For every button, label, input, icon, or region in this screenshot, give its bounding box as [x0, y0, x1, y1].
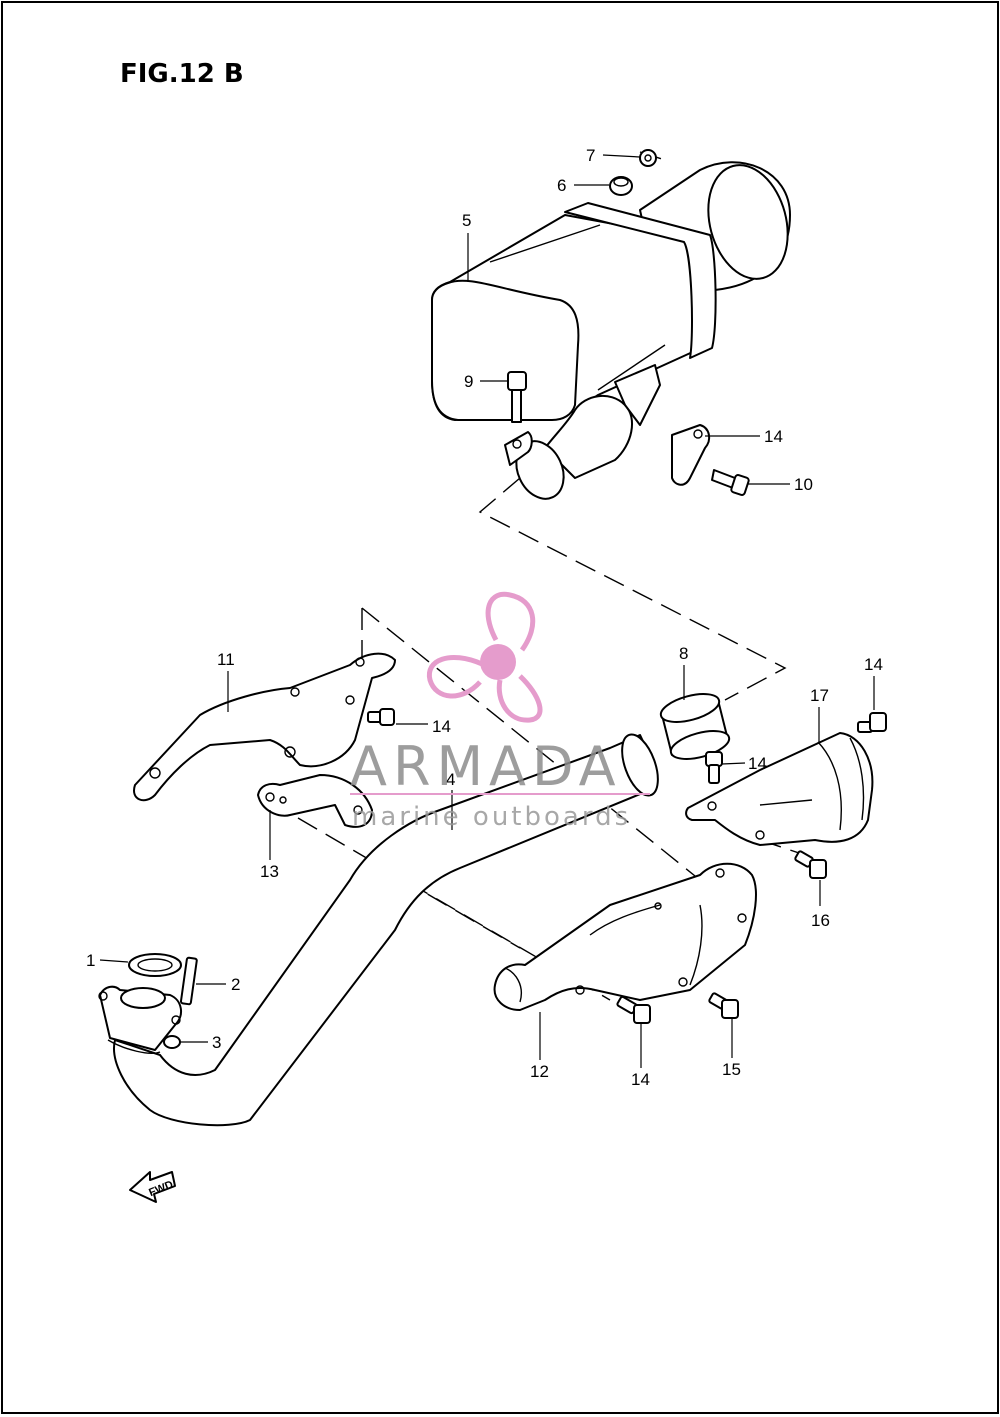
callout-6: 6 — [557, 176, 566, 195]
propeller-logo-icon — [426, 591, 543, 723]
watermark-brand: ARMADA — [350, 735, 622, 798]
callout-12: 12 — [530, 1062, 549, 1081]
bolt-part-14-lower-right — [708, 992, 739, 1019]
callout-7: 7 — [586, 146, 595, 165]
nut-part-3 — [163, 1035, 181, 1049]
muffler-part-5 — [431, 161, 791, 500]
callout-17: 14 — [764, 427, 783, 446]
gasket-part-1 — [128, 953, 182, 977]
callout-14-lower-right: 15 — [722, 1060, 741, 1079]
watermark-tagline: marine outboards — [352, 802, 631, 832]
callout-1: 1 — [86, 951, 95, 970]
bolt-part-14-lower-middle — [616, 995, 651, 1024]
sleeve-part-8 — [659, 693, 731, 760]
bolt-part-14-sleeve — [705, 751, 723, 784]
bolt-part-14-top-right — [857, 712, 887, 733]
grommet-part-6 — [609, 176, 633, 196]
bolt-part-9 — [507, 371, 527, 423]
callout-4: 4 — [446, 770, 455, 789]
callout-14-sleeve: 14 — [748, 754, 767, 773]
callout-15: 16 — [811, 911, 830, 930]
cover-part-12 — [493, 862, 757, 1011]
callout-16: 17 — [810, 686, 829, 705]
callout-8: 8 — [679, 644, 688, 663]
fwd-direction-marker: FWD — [129, 1171, 176, 1203]
cover-part-16 — [685, 732, 874, 846]
callout-14-upper-left: 14 — [432, 717, 451, 736]
callout-14-top-right: 14 — [864, 655, 883, 674]
bracket-part-11 — [133, 652, 396, 802]
propeller-hub-icon — [480, 644, 516, 680]
bracket-part-13 — [257, 774, 373, 828]
callout-13: 13 — [260, 862, 279, 881]
callout-14-lower-middle: 14 — [631, 1070, 650, 1089]
callout-2: 2 — [231, 975, 240, 994]
callout-5: 5 — [462, 211, 471, 230]
callouts: 7 6 5 9 14 10 8 11 14 14 17 14 4 13 16 1… — [86, 146, 883, 1089]
armada-watermark: ARMADA marine outboards — [350, 591, 650, 832]
nut-part-7 — [639, 149, 657, 167]
callout-3: 3 — [212, 1033, 221, 1052]
figure-title: FIG.12 B — [120, 59, 244, 89]
bracket-17-hole — [693, 429, 703, 439]
bracket-part-17 — [671, 424, 711, 486]
bolt-part-14-upper-left — [367, 708, 395, 726]
bolt-part-10 — [711, 469, 750, 496]
exhaust-pipe-part-4 — [98, 733, 659, 1127]
callout-10: 10 — [794, 475, 813, 494]
callout-9: 9 — [464, 372, 473, 391]
leader-lines — [99, 154, 875, 1068]
bolt-part-15 — [794, 850, 827, 879]
callout-11: 11 — [217, 650, 235, 669]
stud-part-2 — [179, 956, 198, 1006]
